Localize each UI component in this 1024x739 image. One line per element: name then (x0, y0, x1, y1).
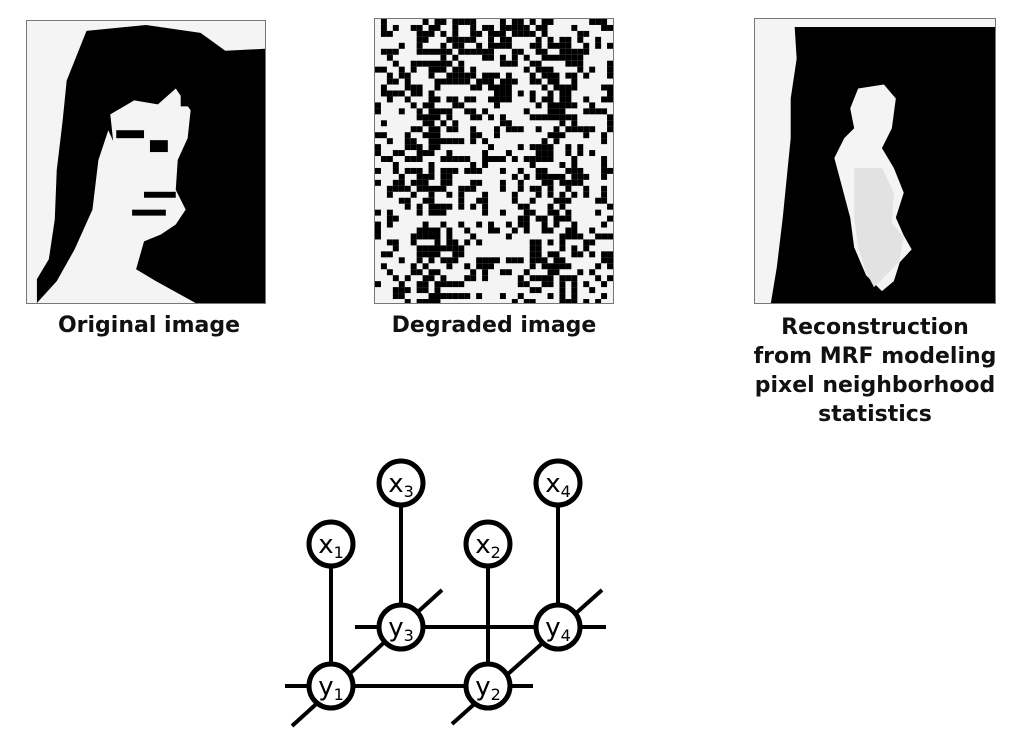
original-image (26, 20, 266, 304)
node-y2: y2 (463, 661, 513, 711)
svg-text:y1: y1 (318, 672, 344, 704)
node-y1: y1 (306, 661, 356, 711)
node-x2: x2 (463, 519, 513, 569)
svg-text:y3: y3 (388, 613, 414, 645)
degraded-image-caption: Degraded image (391, 313, 597, 338)
svg-text:x2: x2 (475, 530, 501, 562)
original-image-caption: Original image (57, 313, 241, 338)
reconstruction-image (754, 18, 996, 304)
svg-text:x1: x1 (318, 530, 344, 562)
node-y3: y3 (376, 602, 426, 652)
reconstruction-image-caption: Reconstruction from MRF modeling pixel n… (753, 315, 997, 427)
svg-text:x4: x4 (545, 469, 571, 501)
degraded-image (374, 18, 614, 304)
svg-text:y2: y2 (475, 672, 501, 704)
edge-y1-y3 (290, 588, 444, 728)
svg-text:y4: y4 (545, 613, 571, 645)
node-x3: x3 (376, 458, 426, 508)
node-x4: x4 (533, 458, 583, 508)
node-y4: y4 (533, 602, 583, 652)
node-x1: x1 (306, 519, 356, 569)
svg-text:x3: x3 (388, 469, 414, 501)
